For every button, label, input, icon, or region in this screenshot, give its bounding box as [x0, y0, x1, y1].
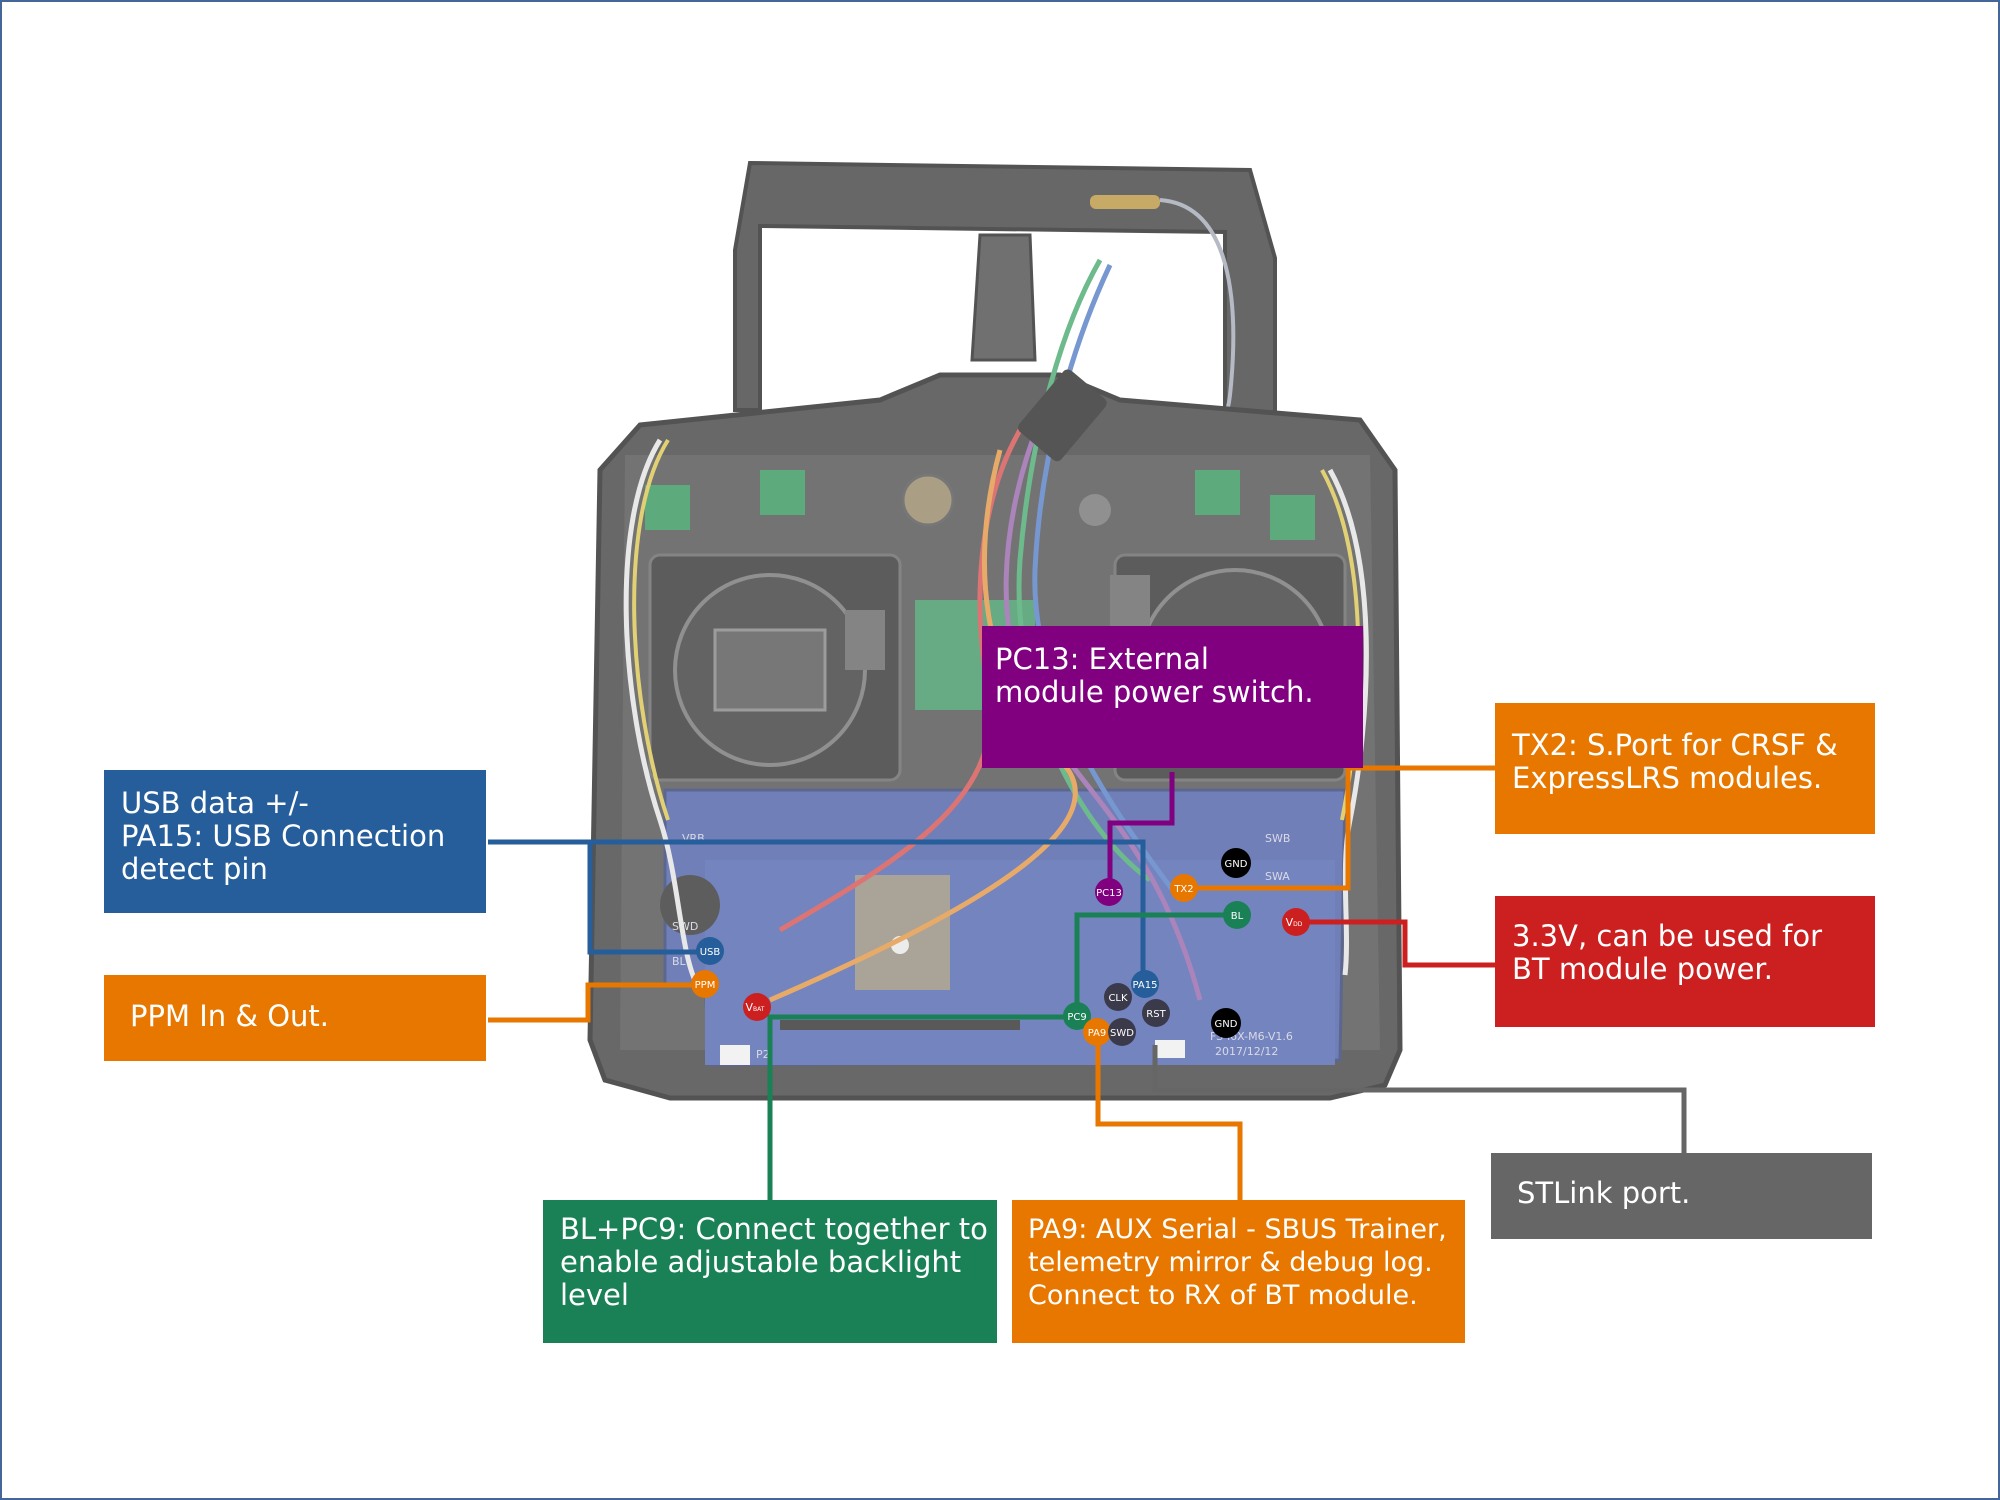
stlink-callout: STLink port. [1491, 1153, 1872, 1239]
pc13-callout-line-2: module power switch. [995, 675, 1314, 709]
silk-swd: SWD [672, 920, 698, 933]
vdd-leader [1298, 919, 1495, 968]
svg-text:TX2: TX2 [1173, 884, 1193, 895]
usb-leader-branch [587, 842, 709, 955]
wire-white-left [623, 438, 703, 992]
svg-text:SWD: SWD [1110, 1028, 1134, 1039]
handle [733, 160, 1277, 422]
svg-text:PPM: PPM [695, 980, 716, 991]
white-connector-1 [720, 1045, 750, 1065]
pin-pa9: PA9 [1083, 1018, 1111, 1046]
svg-text:GND: GND [1225, 859, 1248, 870]
silk-bl: BL [672, 955, 687, 968]
vdd-callout: 3.3V, can be used for BT module power. [1495, 896, 1875, 1027]
blpc9-callout-line-2: enable adjustable backlight [560, 1245, 962, 1279]
switch-board-3 [1195, 470, 1240, 515]
svg-text:GND: GND [1215, 1019, 1238, 1030]
pin-pa15: PA15 [1131, 970, 1159, 998]
connector-strip [780, 1020, 1020, 1030]
switch-board-2 [760, 470, 805, 515]
silk-p2: P2 [756, 1048, 770, 1061]
pin-pc9: PC9 [1063, 1002, 1091, 1030]
wire-white-right [1327, 468, 1369, 976]
left-gimbal-stick [713, 628, 827, 712]
svg-text:PA15: PA15 [1133, 980, 1158, 991]
usb-callout: USB data +/- PA15: USB Connection detect… [104, 770, 486, 913]
pot-knob [901, 473, 955, 527]
pa9-callout: PA9: AUX Serial - SBUS Trainer, telemetr… [1012, 1200, 1465, 1343]
wire-blue [1032, 263, 1183, 902]
svg-text:VDD: VDD [1286, 916, 1303, 929]
blpc9-callout: BL+PC9: Connect together to enable adjus… [543, 1200, 997, 1343]
pc13-callout: PC13: External module power switch. [982, 626, 1363, 768]
svg-text:PA9: PA9 [1088, 1028, 1107, 1039]
blpc9-callout-line-1: BL+PC9: Connect together to [560, 1212, 988, 1246]
tx2-leader [1185, 765, 1495, 891]
svg-text:PC9: PC9 [1067, 1012, 1086, 1023]
wire-yellow-left [632, 438, 670, 821]
silk-swb: SWB [1265, 832, 1290, 845]
ppm-callout-line-1: PPM In & Out. [130, 999, 329, 1033]
stlink-callout-line-1: STLink port. [1517, 1176, 1691, 1210]
switch-board-1 [645, 485, 690, 530]
usb-callout-line-2: PA15: USB Connection [121, 819, 446, 853]
pa9-leader [1095, 1032, 1243, 1200]
lcd-chip [855, 875, 950, 990]
usb-callout-line-1: USB data +/- [121, 786, 309, 820]
white-connector-2 [1155, 1040, 1185, 1058]
usb-leader [488, 839, 1146, 978]
svg-text:RST: RST [1146, 1009, 1166, 1020]
wire-green [1016, 258, 1152, 883]
pin-ppm: PPM [691, 970, 719, 998]
right-gimbal-connector [1110, 575, 1150, 635]
antenna [1090, 195, 1160, 209]
pa9-callout-line-1: PA9: AUX Serial - SBUS Trainer, [1028, 1214, 1447, 1245]
tx2-callout: TX2: S.Port for CRSF & ExpressLRS module… [1495, 703, 1875, 834]
svg-text:CLK: CLK [1108, 993, 1128, 1004]
pot-knob-2 [1079, 494, 1111, 526]
stlink-leader [1152, 1045, 1687, 1153]
left-gimbal-pot [845, 610, 885, 670]
pin-vbat: VBAT [743, 993, 771, 1021]
pin-markers: USB PPM VBAT PC13 TX2 GND BL VDD [691, 848, 1310, 1046]
svg-text:USB: USB [700, 947, 721, 958]
pa9-callout-line-2: telemetry mirror & debug log. [1028, 1247, 1433, 1278]
svg-text:BL: BL [1231, 911, 1244, 922]
handle-post [970, 233, 1037, 362]
pc13-callout-line-1: PC13: External [995, 642, 1209, 676]
svg-text:PC13: PC13 [1096, 888, 1122, 899]
pin-pc13: PC13 [1095, 878, 1123, 906]
vdd-callout-line-1: 3.3V, can be used for [1512, 919, 1823, 953]
pc13-leader [1107, 772, 1175, 890]
pa9-callout-line-3: Connect to RX of BT module. [1028, 1280, 1418, 1311]
pin-bl: BL [1223, 901, 1251, 929]
pin-gnd-top: GND [1221, 848, 1251, 878]
svg-text:VBAT: VBAT [746, 1001, 765, 1014]
pin-rst: RST [1142, 999, 1170, 1027]
usb-callout-line-3: detect pin [121, 852, 268, 886]
ppm-leader [488, 982, 704, 1023]
connector-block [1018, 369, 1107, 462]
switch-board-4 [1270, 495, 1315, 540]
pin-usb: USB [696, 937, 724, 965]
pin-gnd-bottom: GND [1211, 1008, 1241, 1038]
silk-swa: SWA [1265, 870, 1290, 883]
vdd-callout-line-2: BT module power. [1512, 952, 1773, 986]
ppm-callout: PPM In & Out. [104, 975, 486, 1061]
pin-swd: SWD [1108, 1018, 1136, 1046]
pin-tx2: TX2 [1170, 874, 1198, 902]
silk-date: 2017/12/12 [1215, 1045, 1278, 1058]
pin-vdd: VDD [1282, 908, 1310, 936]
blpc9-callout-line-3: level [560, 1278, 629, 1312]
tx2-callout-line-1: TX2: S.Port for CRSF & [1512, 728, 1838, 762]
pin-clk: CLK [1104, 983, 1132, 1011]
tx2-callout-line-2: ExpressLRS modules. [1512, 761, 1823, 795]
